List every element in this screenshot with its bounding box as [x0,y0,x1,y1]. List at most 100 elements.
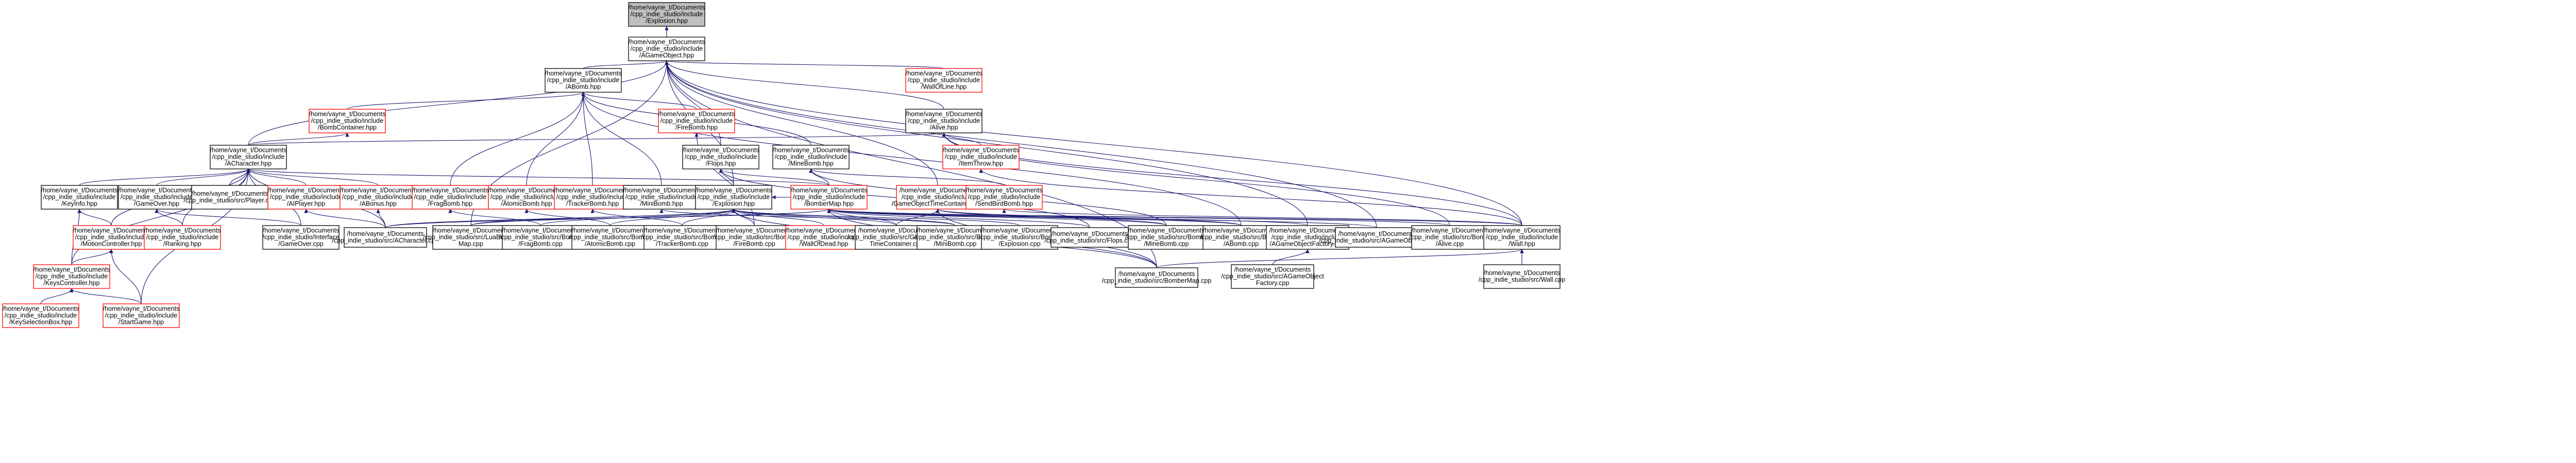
node-label-line: /AGameObject.hpp [639,52,694,59]
node-fragbomb[interactable]: /home/vayne_t/Documents/cpp_indie_studio… [412,185,489,210]
node-gameover_cpp[interactable]: /home/vayne_t/Documents/cpp_indie_studio… [262,225,340,250]
node-minebomb_cpp[interactable]: /home/vayne_t/Documents/cpp_indie_studio… [1125,225,1208,250]
node-wall_hpp[interactable]: /home/vayne_t/Documents/cpp_indie_studio… [1483,225,1561,250]
node-label-line: /WallOfDead.hpp [800,241,849,248]
node-label-line: /Flops.hpp [706,160,736,167]
node-firebomb[interactable]: /home/vayne_t/Documents/cpp_indie_studio… [658,109,735,133]
node-keyselection[interactable]: /home/vayne_t/Documents/cpp_indie_studio… [2,303,79,328]
node-label-line: /FireBomb.cpp [733,241,775,248]
node-box [1483,225,1561,250]
node-motioncontroller[interactable]: /home/vayne_t/Documents/cpp_indie_studio… [73,225,150,250]
node-gotc_hpp[interactable]: /home/vayne_t/Documents/cpp_indie_studio… [892,185,984,210]
node-label-line: /KeysController.hpp [43,280,99,287]
node-label-line: /FragBomb.hpp [428,200,472,208]
node-agof_cpp[interactable]: /home/vayne_t/Documents/cpp_indie_studio… [1221,264,1324,289]
node-label-line: /home/vayne_t/Documents [118,187,195,194]
node-box [628,2,705,27]
node-label-line: /home/vayne_t/Documents [966,187,1043,194]
node-label-line: /home/vayne_t/Documents [340,187,417,194]
node-label-line: /cpp_indie_studio/src/Wall.cpp [1479,276,1565,283]
node-keyinfo[interactable]: /home/vayne_t/Documents/cpp_indie_studio… [41,185,118,210]
node-atomicbomb[interactable]: /home/vayne_t/Documents/cpp_indie_studio… [488,185,565,210]
node-itemthrow[interactable]: /home/vayne_t/Documents/cpp_indie_studio… [942,145,1020,169]
node-minebomb[interactable]: /home/vayne_t/Documents/cpp_indie_studio… [772,145,850,169]
node-minibomb_cpp[interactable]: /home/vayne_t/Documents/cpp_indie_studio… [914,225,996,250]
node-aiplayer[interactable]: /home/vayne_t/Documents/cpp_indie_studio… [267,185,345,210]
node-abomb[interactable]: /home/vayne_t/Documents/cpp_indie_studio… [545,68,622,93]
node-label-line: /cpp_indie_studio/src/LuaBomber [423,234,519,241]
node-firebomb_cpp[interactable]: /home/vayne_t/Documents/cpp_indie_studio… [713,225,795,250]
edge-abonus-to-acharacter [246,168,379,186]
node-agameobject[interactable]: /home/vayne_t/Documents/cpp_indie_studio… [628,37,705,61]
edge-acharacter-to-agameobject [248,60,669,146]
node-label-line: /cpp_indie_studio/Interface [262,234,339,241]
node-label-line: /home/vayne_t/Documents [623,187,700,194]
node-box [1115,267,1198,288]
node-label-line: /MineBomb.hpp [788,160,834,167]
node-box [1411,225,1488,250]
node-ranking[interactable]: /home/vayne_t/Documents/cpp_indie_studio… [144,225,221,250]
node-box [144,225,221,250]
node-label-line: /MineBomb.cpp [1144,241,1189,248]
node-label-line: /cpp_indie_studio/src/Bombs [569,234,651,241]
node-label-line: /cpp_indie_studio/include [968,194,1040,201]
node-abonus[interactable]: /home/vayne_t/Documents/cpp_indie_studio… [340,185,417,210]
node-minibomb[interactable]: /home/vayne_t/Documents/cpp_indie_studio… [623,185,700,210]
node-wallofdead[interactable]: /home/vayne_t/Documents/cpp_indie_studio… [785,225,862,250]
node-wallofline[interactable]: /home/vayne_t/Documents/cpp_indie_studio… [905,68,982,93]
node-alive[interactable]: /home/vayne_t/Documents/cpp_indie_studio… [905,109,982,133]
edge-alive_cpp-to-alive [942,132,1450,226]
node-label-line: /home/vayne_t/Documents [644,227,721,234]
node-acharacter_cpp[interactable]: /home/vayne_t/Documents/cpp_indie_studio… [332,227,439,248]
node-flops[interactable]: /home/vayne_t/Documents/cpp_indie_studio… [682,145,759,169]
node-label-line: /home/vayne_t/Documents [786,227,862,234]
node-label-line: /KeySelectionBox.hpp [9,319,72,326]
node-flops_cpp[interactable]: /home/vayne_t/Documents/cpp_indie_studio… [1044,227,1135,248]
edge-bomberman_hpp-to-minebomb [809,168,829,186]
node-trackerbomb[interactable]: /home/vayne_t/Documents/cpp_indie_studio… [554,185,631,210]
node-wall_cpp[interactable]: /home/vayne_t/Documents/cpp_indie_studio… [1479,264,1565,289]
node-label-line: /home/vayne_t/Documents [1484,227,1561,234]
node-bombermap_cpp[interactable]: /home/vayne_t/Documents/cpp_indie_studio… [1102,267,1212,288]
node-label-line: /Explosion.cpp [998,241,1040,248]
node-agameobject_cpp[interactable]: /home/vayne_t/Documents/cpp_indie_studio… [1319,227,1434,248]
node-atomicbomb_cpp[interactable]: /home/vayne_t/Documents/cpp_indie_studio… [569,225,651,250]
edge-minebomb_cpp-to-gotc_hpp [936,209,1167,226]
edge-bombermap_cpp-to-wall_hpp [1156,249,1524,268]
node-explosion_cpp[interactable]: /home/vayne_t/Documents/cpp_indie_studio… [978,225,1061,250]
node-label-line: /home/vayne_t/Documents [906,111,982,118]
node-label-line: /home/vayne_t/Documents [309,111,386,118]
node-keyscontroller[interactable]: /home/vayne_t/Documents/cpp_indie_studio… [33,264,110,289]
node-label-line: /MotionController.hpp [81,241,142,248]
node-label-line: /cpp_indie_studio/include [625,194,698,201]
node-bomberman_hpp[interactable]: /home/vayne_t/Documents/cpp_indie_studio… [790,185,868,210]
node-label-line: /home/vayne_t/Documents [33,266,110,273]
node-agof_hpp[interactable]: /home/vayne_t/Documents/cpp_indie_studio… [1266,225,1349,250]
node-player_cpp[interactable]: /home/vayne_t/Documents/cpp_indie_studio… [183,185,276,210]
node-trackerbomb_cpp[interactable]: /home/vayne_t/Documents/cpp_indie_studio… [641,225,723,250]
node-luabomber[interactable]: /home/vayne_t/Documents/cpp_indie_studio… [423,225,519,250]
node-label-line: /cpp_indie_studio/include [43,194,115,201]
node-label-line: /home/vayne_t/Documents [773,147,850,154]
node-label-line: /cpp_indie_studio/include [105,312,177,319]
node-label-line: /cpp_indie_studio/include [660,117,733,125]
node-box [658,109,735,133]
node-alive_cpp[interactable]: /home/vayne_t/Documents/cpp_indie_studio… [1410,225,1490,250]
node-gameover[interactable]: /home/vayne_t/Documents/cpp_indie_studio… [118,185,195,210]
node-sendbird[interactable]: /home/vayne_t/Documents/cpp_indie_studio… [965,185,1043,210]
node-label-line: /cpp_indie_studio/include [490,194,563,201]
node-acharacter[interactable]: /home/vayne_t/Documents/cpp_indie_studio… [210,145,287,169]
node-box [917,225,994,250]
node-label-line: /MiniBomb.cpp [934,241,977,248]
edge-startgame-to-motioncontroller [109,249,142,304]
node-box [210,145,287,169]
node-explosion_hpp[interactable]: /home/vayne_t/Documents/cpp_indie_studio… [695,185,772,210]
edge-keyscontroller-to-motioncontroller [71,249,113,265]
node-label-line: /ABomb.cpp [1224,241,1259,248]
node-label-line: /home/vayne_t/Documents [572,227,649,234]
node-explosion_root[interactable]: /home/vayne_t/Documents/cpp_indie_studio… [628,2,705,27]
edge-sendbird-to-minebomb [809,168,1005,186]
node-startgame[interactable]: /home/vayne_t/Documents/cpp_indie_studio… [103,303,180,328]
node-bombcontainer[interactable]: /home/vayne_t/Documents/cpp_indie_studio… [309,109,386,133]
node-fragbomb_cpp[interactable]: /home/vayne_t/Documents/cpp_indie_studio… [499,225,582,250]
